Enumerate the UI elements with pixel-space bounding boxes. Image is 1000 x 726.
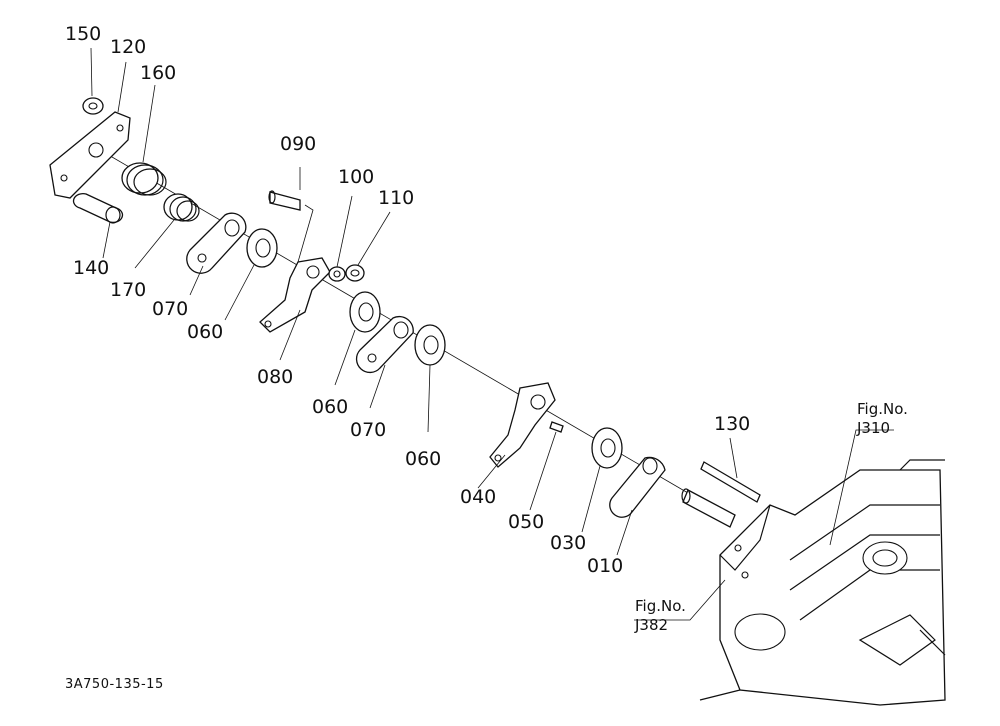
part-120-plate — [49, 111, 131, 199]
label-part-070-b: 070 — [350, 419, 387, 441]
part-100-washer — [328, 266, 346, 282]
label-part-050: 050 — [508, 511, 545, 533]
label-part-170: 170 — [110, 279, 147, 301]
label-part-160: 160 — [140, 62, 177, 84]
part-060-washer-c — [414, 324, 446, 366]
part-040-lever — [489, 382, 556, 468]
fig-ref-j310-title: Fig.No. — [857, 400, 908, 418]
fig-ref-j310-code: J310 — [857, 418, 891, 437]
part-170-spring — [163, 193, 200, 222]
label-part-110: 110 — [378, 187, 415, 209]
label-part-140: 140 — [73, 257, 110, 279]
part-060-washer-b — [349, 291, 381, 333]
part-130-stud — [700, 461, 761, 503]
part-090-bolt — [268, 190, 301, 211]
part-070-link-b — [355, 315, 414, 374]
fig-ref-j310: Fig.No. J310 — [857, 400, 908, 438]
label-part-060-a: 060 — [187, 321, 224, 343]
label-part-120: 120 — [110, 36, 147, 58]
fig-ref-j382-code: J382 — [635, 615, 669, 634]
part-140-pin — [72, 192, 124, 224]
part-030-washer — [591, 427, 623, 469]
part-150-nut — [82, 97, 104, 115]
label-part-150: 150 — [65, 23, 102, 45]
shaft — [681, 488, 736, 528]
label-part-010: 010 — [587, 555, 624, 577]
label-part-040: 040 — [460, 486, 497, 508]
part-160-spring — [121, 162, 167, 196]
label-part-090: 090 — [280, 133, 317, 155]
part-050-pin — [549, 421, 564, 433]
label-part-070-a: 070 — [152, 298, 189, 320]
fig-ref-j382-title: Fig.No. — [635, 597, 686, 615]
part-070-link-a — [186, 212, 247, 274]
part-060-washer-a — [246, 228, 278, 268]
label-part-130: 130 — [714, 413, 751, 435]
part-110-nut — [345, 264, 365, 282]
label-part-060-b: 060 — [312, 396, 349, 418]
label-part-060-c: 060 — [405, 448, 442, 470]
j382-leader — [634, 579, 726, 621]
fig-ref-j382: Fig.No. J382 — [635, 597, 686, 635]
j310-leader — [829, 429, 894, 546]
part-080-lever — [259, 257, 331, 333]
label-part-100: 100 — [338, 166, 375, 188]
transmission-housing — [699, 459, 946, 706]
label-part-030: 030 — [550, 532, 587, 554]
part-010-link — [609, 456, 666, 518]
label-part-080: 080 — [257, 366, 294, 388]
drawing-code: 3A750-135-15 — [65, 677, 164, 692]
